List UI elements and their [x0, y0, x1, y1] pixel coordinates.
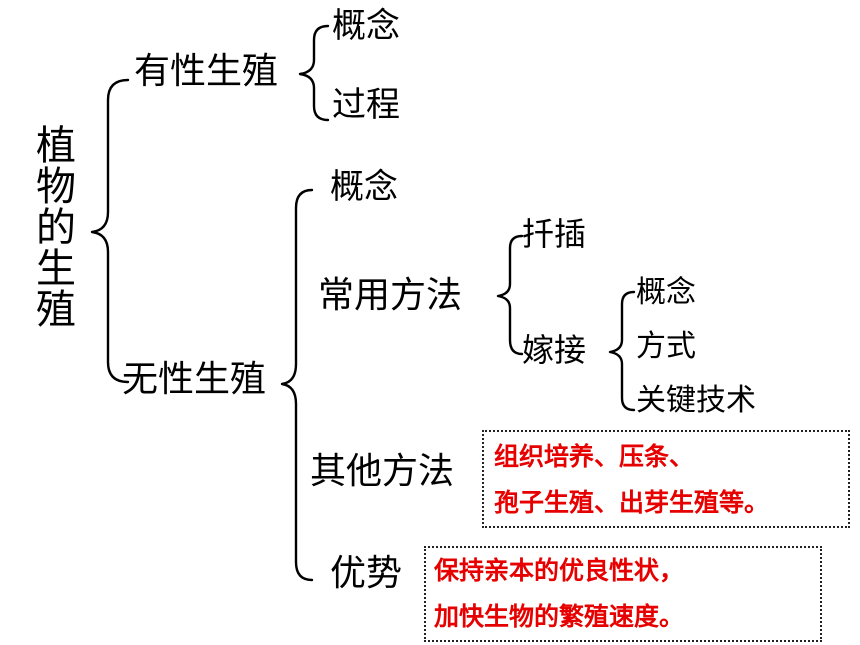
asexual-concept-label: 概念 [330, 167, 398, 207]
brace-common-methods [496, 234, 524, 356]
brace-grafting [608, 290, 636, 412]
grafting-method-label: 方式 [636, 329, 696, 364]
other-methods-note-line-2: 孢子生殖、出芽生殖等。 [494, 488, 770, 517]
brace-sexual [298, 24, 330, 122]
advantage-note-line-1: 保持亲本的优良性状， [434, 556, 685, 585]
other-methods-note-line-1: 组织培养、压条、 [494, 442, 695, 471]
advantage-label: 优势 [330, 553, 403, 594]
root-label: 植物的生殖 [36, 123, 76, 333]
brace-asexual [280, 188, 314, 582]
common-methods-label: 常用方法 [318, 275, 463, 316]
cutting-label: 扦插 [522, 215, 587, 253]
other-methods-label: 其他方法 [310, 451, 455, 492]
other-methods-note-box: 组织培养、压条、 孢子生殖、出芽生殖等。 [482, 430, 850, 528]
sexual-reproduction-label: 有性生殖 [134, 51, 279, 92]
grafting-key-technique-label: 关键技术 [636, 383, 756, 418]
advantage-note-line-2: 加快生物的繁殖速度。 [434, 602, 685, 631]
sexual-concept-label: 概念 [332, 6, 400, 46]
asexual-reproduction-label: 无性生殖 [122, 359, 267, 400]
grafting-concept-label: 概念 [636, 275, 696, 310]
sexual-process-label: 过程 [332, 85, 400, 125]
advantage-note-box: 保持亲本的优良性状， 加快生物的繁殖速度。 [424, 546, 822, 642]
grafting-label: 嫁接 [522, 331, 587, 369]
brace-root [90, 78, 130, 384]
